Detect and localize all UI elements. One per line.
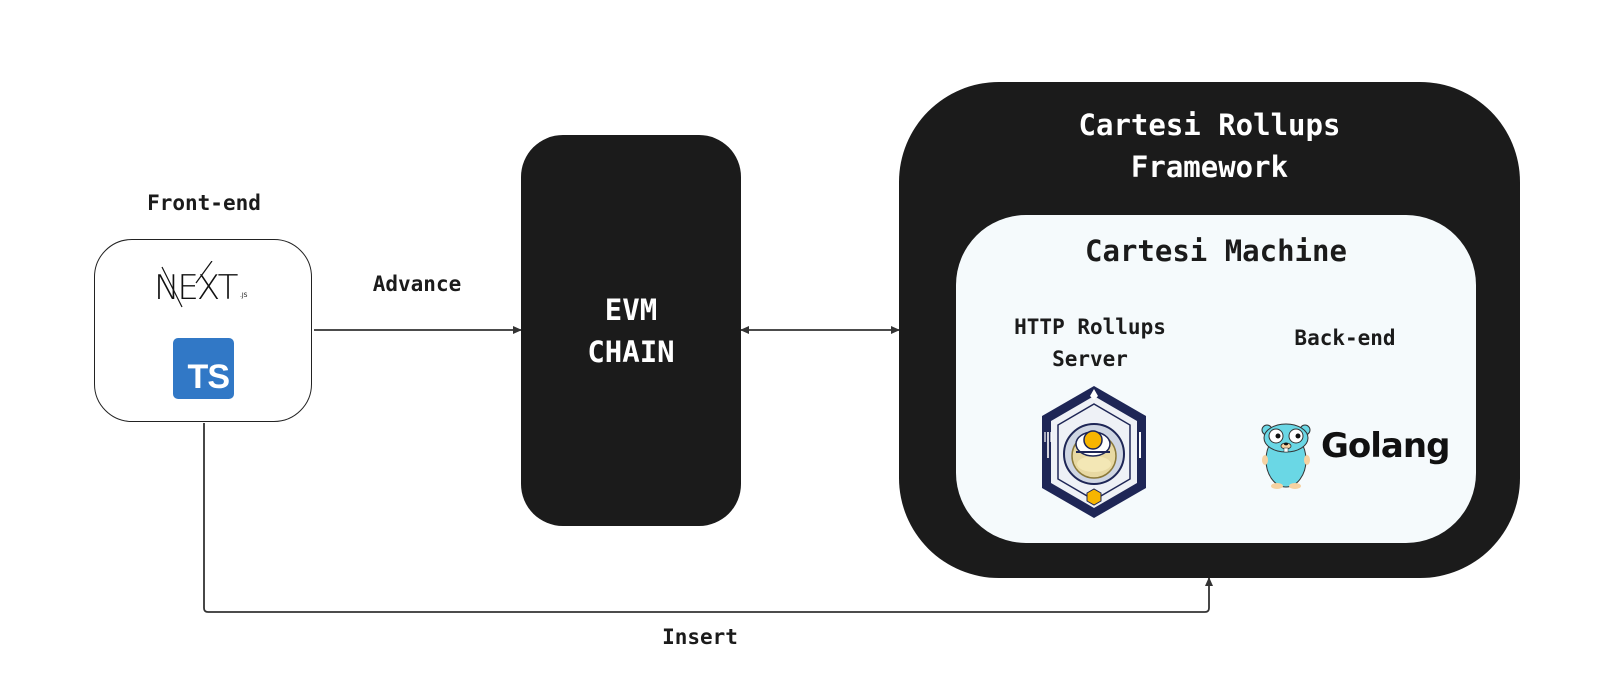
insert-arrow: [203, 423, 1213, 613]
evm-label-line1: EVM: [604, 292, 658, 327]
http-server-line1: HTTP Rollups: [1014, 315, 1166, 339]
nextjs-logo-suffix: .JS: [240, 292, 248, 299]
evm-chain-box: EVM CHAIN: [521, 135, 741, 526]
golang-logo-text: Golang: [1321, 426, 1450, 466]
advance-label: Advance: [372, 272, 462, 296]
gopher-mascot: [1261, 423, 1311, 489]
backend-label: Back-end: [1294, 326, 1396, 350]
rollups-title-line1: Cartesi Rollups: [1078, 108, 1341, 142]
http-server-line2: Server: [1052, 347, 1128, 371]
evm-label-line2: CHAIN: [587, 334, 675, 369]
nextjs-logo: NEXT .JS: [154, 261, 248, 308]
cartesi-machine-title: Cartesi Machine: [1085, 234, 1347, 268]
rollups-framework-title: Cartesi Rollups Framework: [899, 104, 1520, 188]
http-server-label: HTTP Rollups Server: [990, 311, 1190, 375]
insert-label: Insert: [662, 625, 738, 649]
typescript-logo: TS: [173, 338, 234, 399]
nextjs-logo-text: NEXT: [154, 268, 239, 308]
rollups-title-line2: Framework: [1130, 150, 1289, 184]
http-server-logo: [1042, 386, 1146, 518]
frontend-title: Front-end: [147, 191, 261, 215]
